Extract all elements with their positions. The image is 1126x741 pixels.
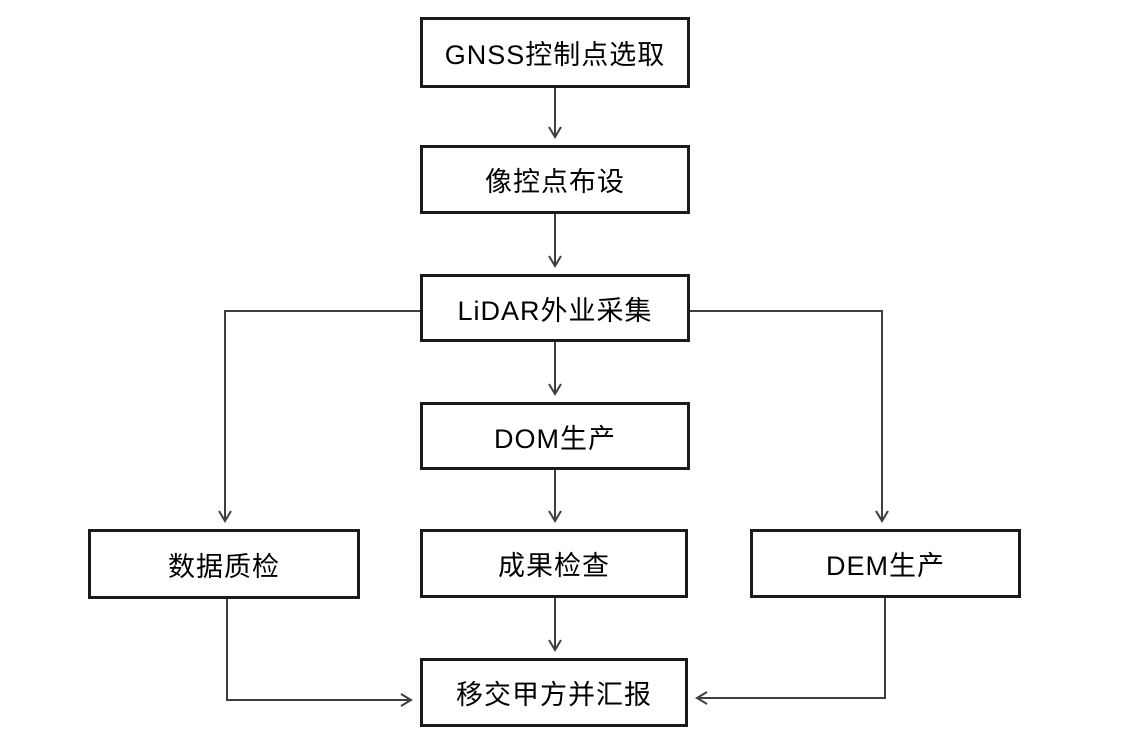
edge-lidar-to-dem [690, 310, 889, 523]
flow-node-dom-production: DOM生产 [420, 402, 690, 470]
flow-node-gnss-control-point-selection: GNSS控制点选取 [420, 17, 690, 88]
flow-node-dem-production: DEM生产 [750, 529, 1021, 598]
flow-node-image-control-point-layout: 像控点布设 [420, 145, 690, 214]
edge-dem-to-handover [695, 598, 886, 705]
flow-node-handover-and-report: 移交甲方并汇报 [420, 658, 688, 727]
flow-node-result-inspection: 成果检查 [420, 529, 688, 598]
flow-node-data-quality-check: 数据质检 [88, 529, 360, 599]
edge-qc-to-handover [226, 599, 413, 707]
edge-lidar-to-qc [218, 310, 420, 523]
flow-node-lidar-field-collection: LiDAR外业采集 [420, 274, 690, 342]
